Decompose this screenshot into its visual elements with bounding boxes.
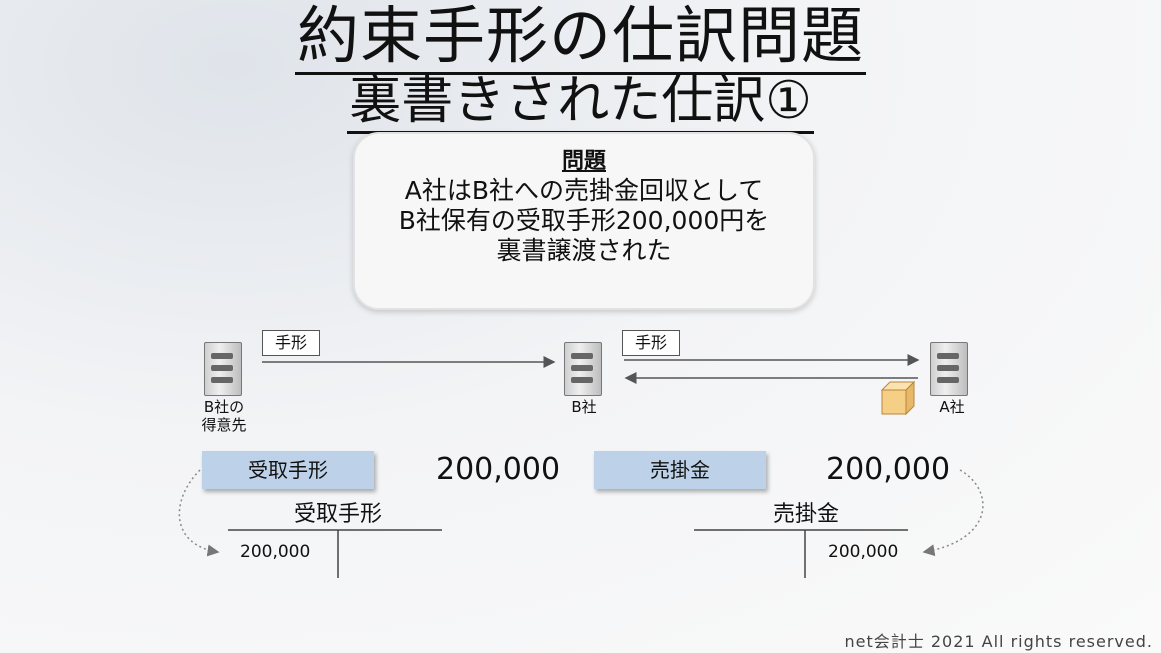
problem-box: 問題 A社はB社への売掛金回収として B社保有の受取手形200,000円を 裏書… (353, 132, 815, 310)
note-tegata-left: 手形 (262, 330, 321, 356)
problem-line-1: A社はB社への売掛金回収として (404, 176, 764, 205)
sub-title: 裏書きされた仕訳① (0, 71, 1161, 134)
problem-heading: 問題 (561, 149, 606, 174)
credit-amount: 200,000 (826, 452, 951, 487)
t-account-right-amount: 200,000 (828, 542, 899, 562)
note-tegata-right: 手形 (622, 330, 681, 356)
copyright-footer: net会計士 2021 All rights reserved. (844, 632, 1153, 651)
problem-line-2: B社保有の受取手形200,000円を (398, 206, 770, 235)
debit-account: 受取手形 (202, 451, 374, 489)
node-label-a-company: A社 (939, 398, 965, 416)
t-account-left-title: 受取手形 (293, 502, 382, 527)
server-icon-b-company (564, 342, 602, 396)
problem-line-3: 裏書譲渡された (496, 236, 672, 265)
server-icon-a-company (930, 342, 968, 396)
t-account-left-amount: 200,000 (240, 542, 311, 562)
main-title: 約束手形の仕訳問題 (0, 0, 1161, 75)
dotted-arrow-left (178, 469, 220, 557)
goods-box-icon (880, 380, 916, 416)
credit-account: 売掛金 (594, 451, 766, 489)
node-label-b-company: B社 (571, 398, 597, 416)
debit-amount: 200,000 (436, 452, 561, 487)
node-label-customer: B社の 得意先 (201, 398, 247, 434)
server-icon-customer (204, 342, 242, 396)
t-account-right-title: 売掛金 (772, 502, 839, 527)
